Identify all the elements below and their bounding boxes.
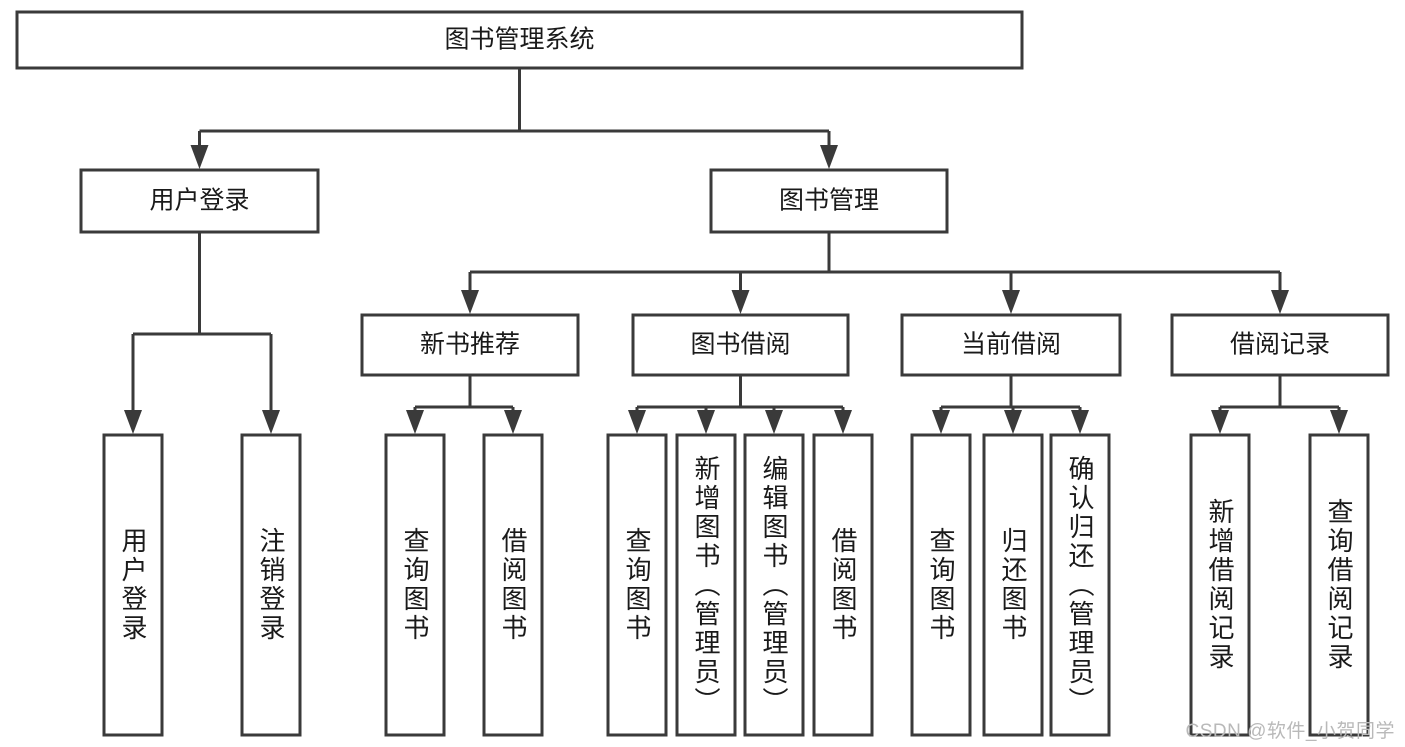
arrow-head-icon — [124, 410, 142, 434]
watermark-text: CSDN @软件_小贺同学 — [1185, 721, 1395, 742]
node-label-book-management: 图书管理 — [779, 187, 879, 215]
node-box-leaf-user-login[interactable] — [102, 433, 164, 737]
arrow-head-icon — [834, 410, 852, 434]
node-box-leaf-query-record[interactable] — [1308, 433, 1370, 737]
node-box-current-borrow[interactable] — [900, 313, 1122, 377]
node-box-book-borrow[interactable] — [631, 313, 850, 377]
arrow-head-icon — [932, 410, 950, 434]
node-label-borrow-record: 借阅记录 — [1230, 331, 1330, 359]
arrow-head-icon — [504, 410, 522, 434]
node-label-new-book-recommend: 新书推荐 — [420, 331, 520, 359]
arrow-head-icon — [1211, 410, 1229, 434]
node-box-leaf-query-book-2[interactable] — [606, 433, 668, 737]
arrow-head-icon — [765, 410, 783, 434]
node-box-leaf-borrow-book-2[interactable] — [812, 433, 874, 737]
root-node-box[interactable] — [15, 10, 1024, 70]
node-box-leaf-logout[interactable] — [240, 433, 302, 737]
arrow-head-icon — [697, 410, 715, 434]
node-label-current-borrow: 当前借阅 — [961, 331, 1061, 359]
node-box-leaf-edit-book[interactable] — [743, 433, 805, 737]
connector-layer — [124, 68, 1348, 434]
arrow-head-icon — [262, 410, 280, 434]
node-box-leaf-return-book[interactable] — [982, 433, 1044, 737]
node-label-user-login: 用户登录 — [149, 187, 249, 215]
node-box-new-book-recommend[interactable] — [360, 313, 580, 377]
node-box-leaf-query-book-1[interactable] — [384, 433, 446, 737]
node-box-leaf-borrow-book-1[interactable] — [482, 433, 544, 737]
arrow-head-icon — [1330, 410, 1348, 434]
arrow-head-icon — [731, 290, 750, 314]
node-box-leaf-query-book-3[interactable] — [910, 433, 972, 737]
arrow-head-icon — [820, 145, 838, 169]
node-box-leaf-add-record[interactable] — [1189, 433, 1251, 737]
node-label-book-borrow: 图书借阅 — [690, 331, 790, 359]
arrow-head-icon — [1071, 410, 1089, 434]
node-box-user-login[interactable] — [79, 168, 320, 234]
node-box-leaf-add-book[interactable] — [675, 433, 737, 737]
arrow-head-icon — [1271, 290, 1289, 314]
arrow-head-icon — [1002, 290, 1020, 314]
root-node-label: 图书管理系统 — [444, 26, 594, 54]
node-box-borrow-record[interactable] — [1170, 313, 1390, 377]
node-box-book-management[interactable] — [709, 168, 949, 234]
node-box-leaf-confirm-return[interactable] — [1049, 433, 1111, 737]
arrow-head-icon — [190, 145, 209, 169]
arrow-head-icon — [628, 410, 646, 434]
arrow-head-icon — [461, 290, 479, 314]
arrow-head-icon — [1004, 410, 1022, 434]
arrow-head-icon — [406, 410, 424, 434]
